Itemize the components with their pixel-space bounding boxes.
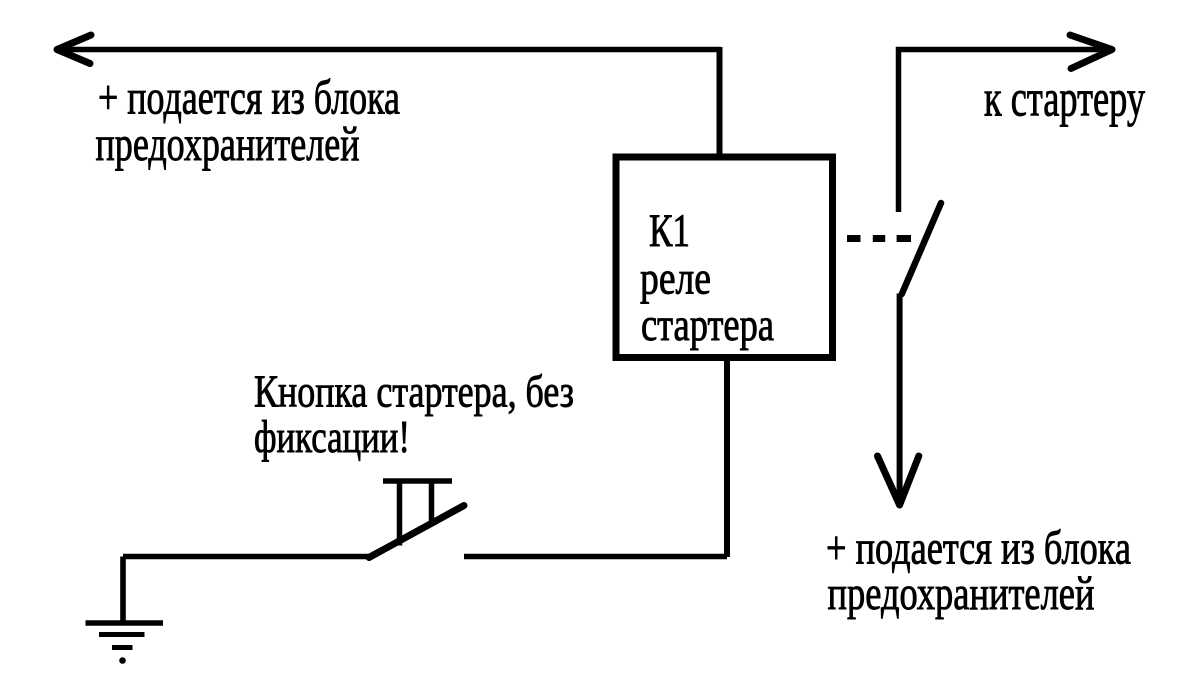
svg-text:+ подается из блока: + подается из блока xyxy=(826,522,1131,575)
svg-text:предохранителей: предохранителей xyxy=(828,567,1095,620)
svg-text:предохранителей: предохранителей xyxy=(96,116,360,171)
svg-text:+ подается из блока: + подается из блока xyxy=(98,70,400,125)
svg-text:Кнопка стартера, без: Кнопка стартера, без xyxy=(254,366,574,417)
svg-text:к стартеру: к стартеру xyxy=(984,71,1145,128)
svg-text:реле: реле xyxy=(640,253,711,305)
svg-text:стартера: стартера xyxy=(641,299,774,351)
svg-text:фиксации!: фиксации! xyxy=(254,411,410,462)
svg-text:К1: К1 xyxy=(649,205,690,257)
